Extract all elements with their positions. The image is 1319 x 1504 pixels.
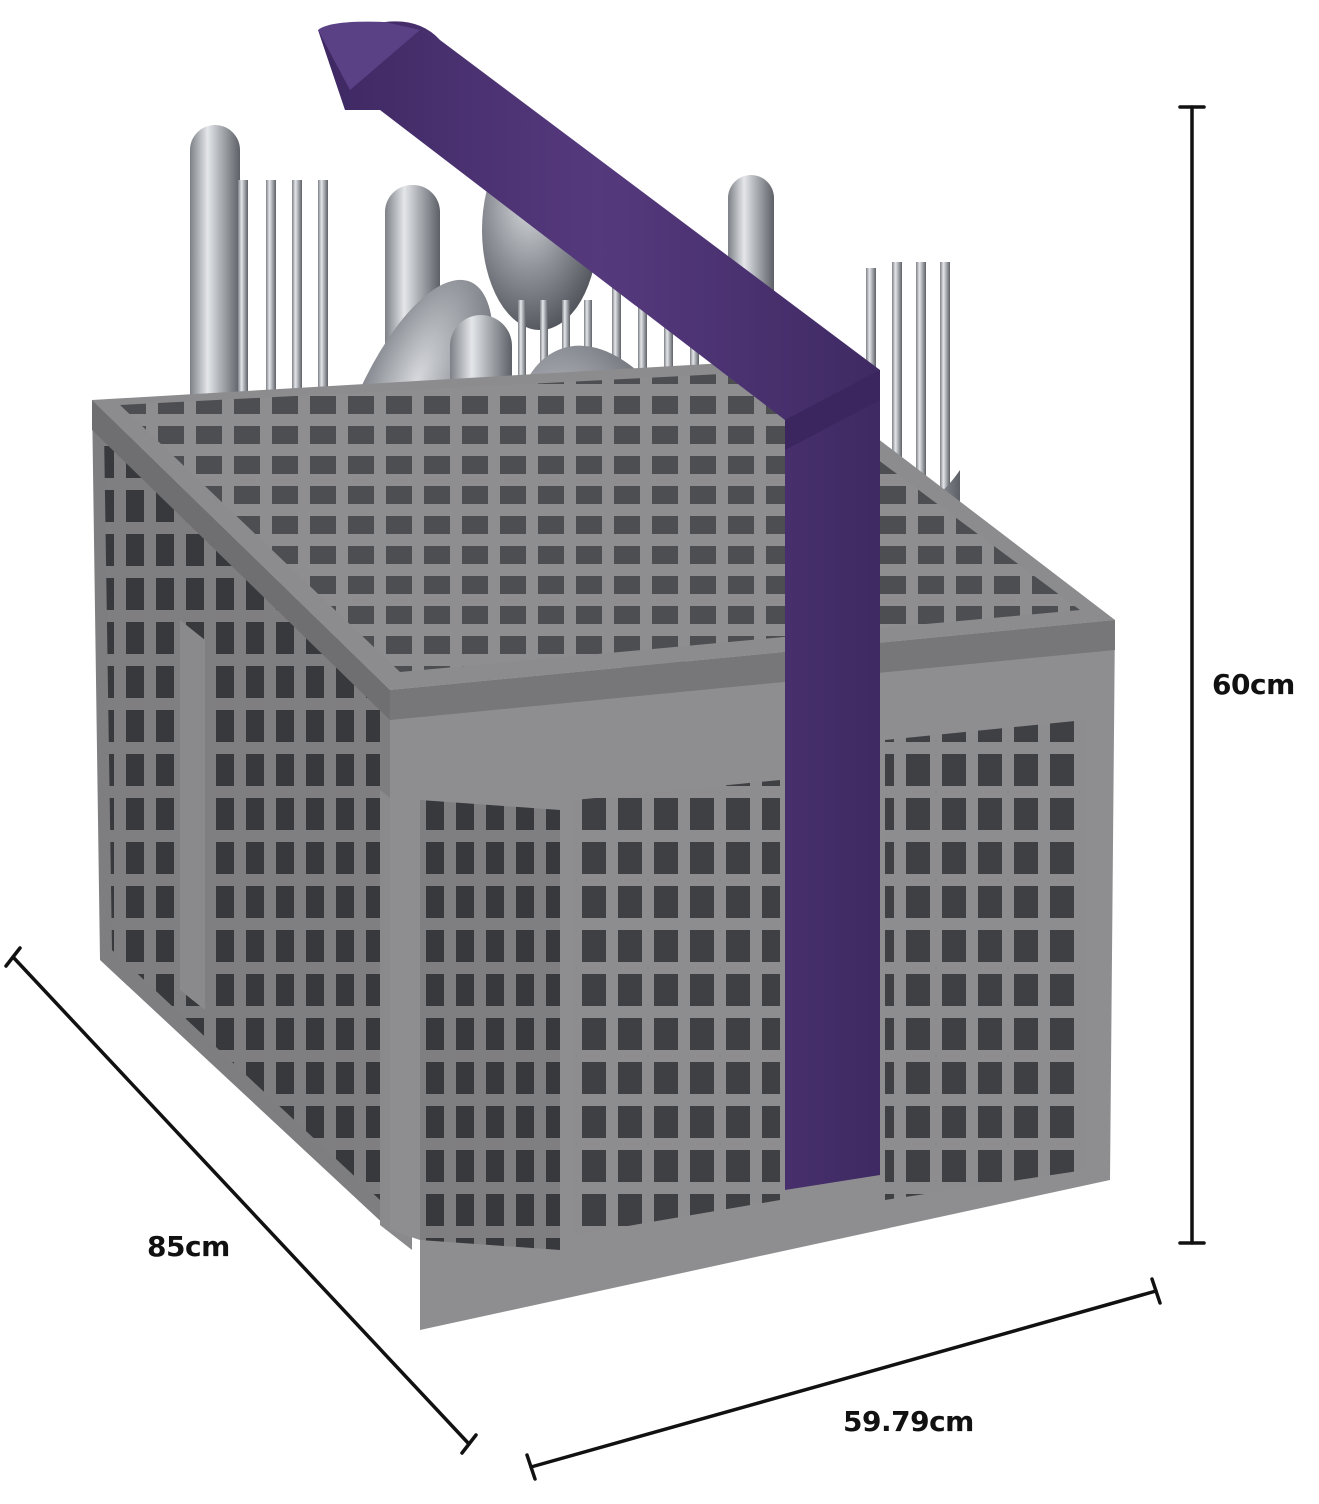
dimension-lines	[4, 105, 1206, 1481]
height-label: 60cm	[1212, 668, 1295, 701]
width-label: 59.79cm	[843, 1405, 974, 1438]
knife-icon	[190, 125, 240, 465]
depth-label: 85cm	[147, 1230, 230, 1263]
basket	[92, 360, 1115, 1330]
basket-handle	[318, 21, 880, 1190]
width-dimension-line	[529, 1289, 1158, 1469]
depth-dimension-line	[11, 955, 471, 1446]
